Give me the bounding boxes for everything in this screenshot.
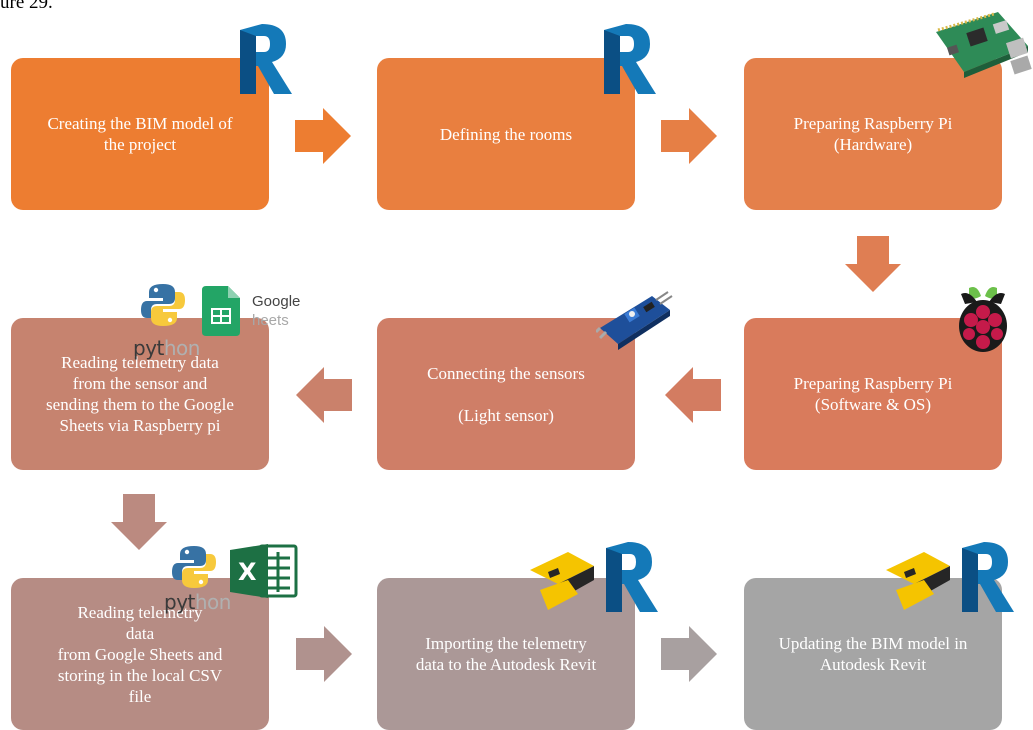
raspberry-pi-icon <box>959 287 1007 352</box>
arrow-left-1 <box>665 367 721 423</box>
revit-icon <box>606 542 658 612</box>
excel-letter: X <box>238 558 257 586</box>
google-sheets-wordmark: Google heets <box>252 293 301 329</box>
arrow-right-1 <box>295 108 351 164</box>
step-label: Defining the rooms <box>439 124 573 144</box>
step-define-rooms: Defining the rooms <box>377 58 635 210</box>
arrow-right-3 <box>296 626 352 682</box>
step-label: Importing the telemetry data to the Auto… <box>415 634 597 674</box>
step-prepare-pi-software: Preparing Raspberry Pi (Software & OS) <box>744 318 1002 470</box>
excel-icon: X <box>230 544 298 598</box>
dynamo-icon <box>530 552 594 610</box>
step-prepare-pi-hardware: Preparing Raspberry Pi (Hardware) <box>744 58 1002 210</box>
google-sheets-icon <box>202 286 240 336</box>
step-label: Updating the BIM model in Autodesk Revit <box>778 634 968 674</box>
python-wordmark: python <box>133 336 200 360</box>
arrow-down-2 <box>111 494 167 550</box>
arrow-right-4 <box>661 626 717 682</box>
python-icon <box>172 546 216 588</box>
step-create-bim-model: Creating the BIM model of the project <box>11 58 269 210</box>
figure-caption: ure 29. <box>0 0 53 13</box>
step-label: Preparing Raspberry Pi (Software & OS) <box>793 374 953 414</box>
step-label: Connecting the sensors (Light sensor) <box>427 363 585 425</box>
arrow-left-2 <box>296 367 352 423</box>
revit-icon <box>604 24 656 94</box>
python-icon <box>141 284 185 326</box>
arrow-down-1 <box>845 236 901 292</box>
step-label: Preparing Raspberry Pi (Hardware) <box>793 114 953 154</box>
step-label: Reading telemetry data from the sensor a… <box>46 353 234 435</box>
step-label: Reading telemetry data from Google Sheet… <box>57 602 223 706</box>
step-connect-sensors: Connecting the sensors (Light sensor) <box>377 318 635 470</box>
arrow-right-2 <box>661 108 717 164</box>
dynamo-icon <box>886 552 950 610</box>
step-import-telemetry-revit: Importing the telemetry data to the Auto… <box>377 578 635 730</box>
light-sensor-icon <box>596 291 673 350</box>
step-read-telemetry-send-sheets: Reading telemetry data from the sensor a… <box>11 318 269 470</box>
raspberry-pi-board-icon <box>936 12 1032 78</box>
revit-icon <box>240 24 292 94</box>
step-read-sheets-store-csv: Reading telemetry data from Google Sheet… <box>11 578 269 730</box>
revit-icon <box>962 542 1014 612</box>
step-update-bim-model: Updating the BIM model in Autodesk Revit <box>744 578 1002 730</box>
python-wordmark: python <box>164 590 231 614</box>
step-label: Creating the BIM model of the project <box>47 114 233 154</box>
